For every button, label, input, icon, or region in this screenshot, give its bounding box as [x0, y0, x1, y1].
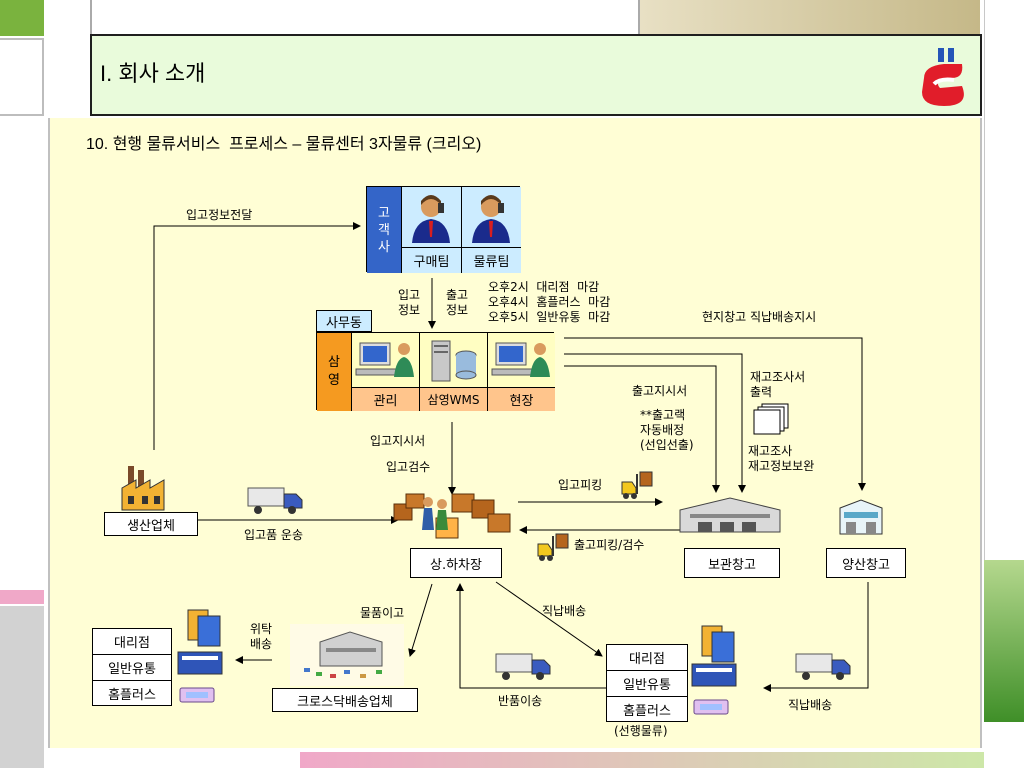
- office-cell-management: 관리: [351, 387, 419, 411]
- yangsan-warehouse-node: 양산창고: [826, 548, 906, 578]
- crossdock-facility-icon: [290, 624, 404, 686]
- truck-icon-return: [494, 650, 552, 682]
- label-site-direct-instruction: 현지창고 직납배송지시: [702, 310, 817, 324]
- label-auto-alloc: **출고랙 자동배정 (선입선출): [640, 408, 694, 452]
- office-cell-field: 현장: [487, 387, 555, 411]
- label-return-transfer: 반품이송: [498, 694, 543, 708]
- right-store-list: 대리점 일반유통 홈플러스: [606, 644, 688, 722]
- buying-team-label: 구매팀: [401, 247, 461, 273]
- label-direct-delivery-top: 직납배송: [542, 604, 587, 618]
- right-store-buildings-icon: [690, 624, 750, 732]
- label-inbound-inspect: 입고검수: [386, 460, 431, 474]
- customer-block: 고 객 사 구매팀 물류팀: [366, 186, 521, 273]
- truck-icon-direct: [794, 650, 852, 682]
- office-block: 삼 영 관리 삼영WMS 현장: [316, 332, 555, 411]
- right-store-item: 대리점: [607, 645, 687, 671]
- logistics-person-icon: [461, 187, 521, 247]
- label-inbound-order: 입고지시서: [370, 434, 426, 448]
- left-store-item: 일반유통: [93, 655, 171, 681]
- left-store-buildings-icon: [176, 608, 236, 716]
- left-decor-mid: [0, 38, 44, 116]
- right-decor-bottom: [984, 724, 1024, 768]
- right-store-item: 일반유통: [607, 671, 687, 697]
- office-cell-wms: 삼영WMS: [419, 387, 487, 411]
- header-bar: [90, 34, 982, 116]
- label-stock-check: 재고조사 재고정보보완: [748, 444, 815, 473]
- cargo-boxes-icon: [392, 490, 516, 544]
- company-logo: [918, 44, 972, 110]
- label-stock-report-print: 재고조사서 출력: [750, 370, 806, 399]
- management-pc-icon: [351, 333, 419, 387]
- wms-server-icon: [419, 333, 487, 387]
- label-outbound-order: 출고지시서: [632, 384, 688, 398]
- field-pc-icon: [487, 333, 555, 387]
- label-inbound-info: 입고 정보: [398, 288, 421, 317]
- label-direct-delivery-bottom: 직납배송: [788, 698, 833, 712]
- warehouse-icon: [676, 496, 784, 534]
- right-decor: [984, 0, 1024, 560]
- loading-dock-node: 상.하차장: [410, 548, 502, 578]
- label-inbound-info-transfer: 입고정보전달: [186, 208, 253, 222]
- subtitle: 10. 현행 물류서비스 프로세스 – 물류센터 3자물류 (크리오): [86, 136, 482, 153]
- label-consign: 위탁 배송: [250, 622, 273, 651]
- right-store-caption: (선행물류): [614, 724, 668, 738]
- office-side-label: 삼 영: [317, 333, 351, 411]
- label-deadlines: 오후2시 대리점 마감 오후4시 홈플러스 마감 오후5시 일반유통 마감: [488, 280, 611, 324]
- storage-warehouse-node: 보관창고: [684, 548, 780, 578]
- office-tag: 사무동: [316, 310, 372, 332]
- right-store-item: 홈플러스: [623, 703, 671, 719]
- left-decor-grey: [0, 118, 44, 588]
- left-decor-top: [0, 0, 44, 36]
- left-store-item: 대리점: [93, 629, 171, 655]
- producer-node: 생산업체: [104, 512, 198, 536]
- page-title: I. 회사 소개: [100, 61, 206, 86]
- label-outbound-picking: 출고피킹/검수: [574, 538, 645, 552]
- crossdock-node: 크로스닥배송업체: [272, 688, 418, 712]
- buyer-person-icon: [401, 187, 461, 247]
- truck-icon-inbound: [246, 484, 304, 516]
- forklift-icon-outbound: [536, 532, 572, 562]
- grid-line-v2: [638, 0, 640, 34]
- label-inbound-transport: 입고품 운송: [244, 528, 304, 542]
- top-decor-khaki: [640, 0, 980, 34]
- factory-icon: [118, 462, 178, 512]
- label-goods-transfer: 물품이고: [360, 606, 405, 620]
- left-store-list: 대리점 일반유통 홈플러스: [92, 628, 172, 706]
- right-decor-green: [984, 560, 1024, 722]
- document-stack-icon: [752, 402, 792, 436]
- label-outbound-info: 출고 정보: [446, 288, 469, 317]
- label-inbound-picking: 입고피킹: [558, 478, 603, 492]
- left-decor-bottom: [0, 606, 44, 768]
- left-decor-pink: [0, 590, 44, 604]
- logistics-team-label: 물류팀: [461, 247, 521, 273]
- forklift-icon-inbound: [620, 470, 656, 500]
- grid-line-v1: [90, 0, 92, 34]
- customer-side-label: 고 객 사: [367, 187, 401, 273]
- bottom-decor: [300, 752, 984, 768]
- left-store-item: 홈플러스: [108, 687, 156, 703]
- yangsan-building-icon: [838, 498, 884, 536]
